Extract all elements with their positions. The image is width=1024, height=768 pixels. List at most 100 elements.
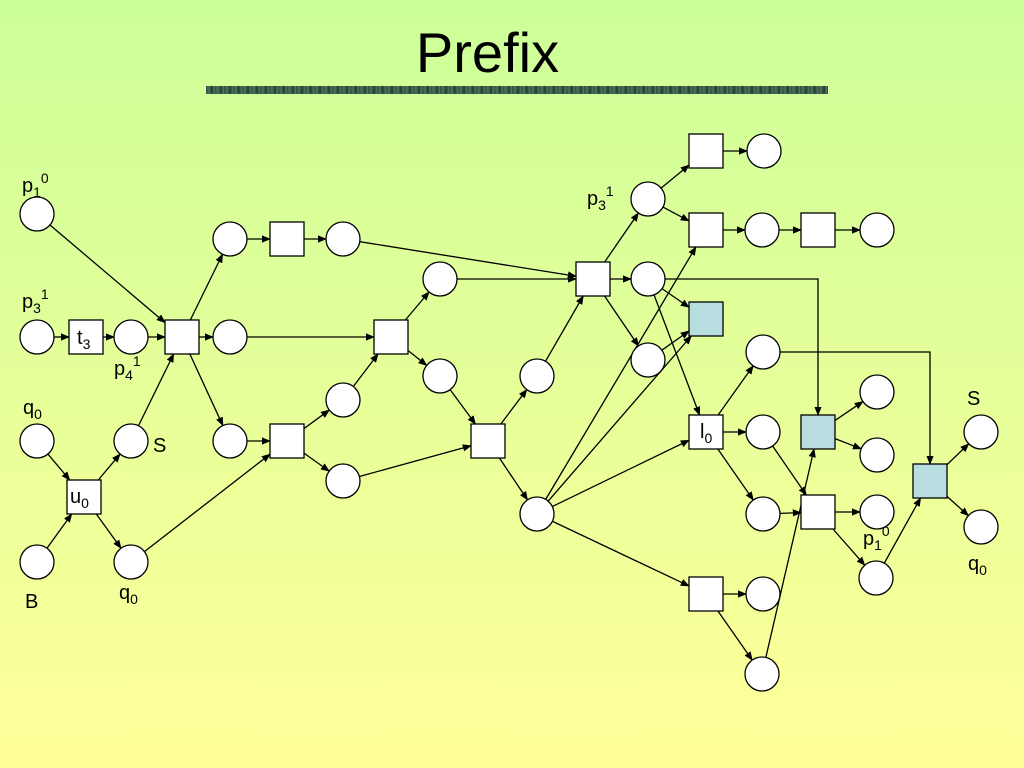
place-pAD bbox=[859, 437, 895, 473]
arc-tL0-pX bbox=[717, 365, 754, 416]
label-q0-left: q0 bbox=[23, 397, 42, 422]
transition-tJ bbox=[800, 212, 836, 248]
arc-pP-tF bbox=[544, 295, 584, 362]
slide-title: Prefix bbox=[415, 21, 560, 84]
place-pS bbox=[630, 261, 666, 297]
place-pAE bbox=[859, 494, 895, 530]
transition-tL0 bbox=[688, 414, 724, 450]
place-pAB bbox=[744, 656, 780, 692]
place-pD bbox=[19, 423, 55, 459]
place-pB bbox=[19, 319, 55, 355]
place-pI bbox=[325, 221, 361, 257]
transition-tE bbox=[470, 423, 506, 459]
place-pAC bbox=[859, 374, 895, 410]
transition-tG bbox=[688, 133, 724, 169]
arc-tK-pAC bbox=[834, 401, 864, 422]
transition-tA bbox=[164, 319, 200, 355]
arc-pI-tF bbox=[359, 241, 577, 279]
arc-pS-tK bbox=[665, 278, 822, 416]
place-pN bbox=[422, 261, 458, 297]
label-B: B bbox=[25, 591, 38, 613]
place-pH bbox=[212, 221, 248, 257]
label-l0: l0 bbox=[700, 421, 712, 446]
label-q0-right: q0 bbox=[968, 553, 987, 578]
arc-pT-tI bbox=[661, 330, 690, 351]
arc-pS-tL0 bbox=[653, 294, 701, 416]
transition-tB bbox=[269, 221, 305, 257]
arc-pO-tE bbox=[449, 389, 476, 425]
place-pX bbox=[745, 334, 781, 370]
label-S-left: S bbox=[153, 435, 166, 457]
arc-pQ-tH bbox=[545, 246, 697, 500]
place-pQ bbox=[519, 496, 555, 532]
label-p3-1-left: p31 bbox=[22, 286, 49, 316]
label-p3-1-right: p31 bbox=[587, 183, 614, 213]
arc-pG-tC bbox=[144, 453, 271, 553]
arc-tO-pAH bbox=[946, 495, 970, 517]
arc-pF-tU0 bbox=[46, 513, 73, 549]
transition-tC bbox=[269, 423, 305, 459]
arc-tD-pO bbox=[407, 350, 428, 366]
transition-highlighted-tI bbox=[688, 301, 724, 337]
arc-pR-tH bbox=[662, 206, 690, 222]
arc-pA-tA bbox=[49, 224, 166, 324]
arc-tU0-pG bbox=[95, 513, 122, 549]
place-pT bbox=[630, 342, 666, 378]
arc-tC-pM bbox=[303, 452, 330, 472]
arc-tA-pH bbox=[189, 253, 224, 321]
arc-tL0-pZ bbox=[717, 448, 754, 501]
arc-tN-pAB bbox=[717, 610, 753, 661]
arcs-layer bbox=[46, 147, 970, 661]
place-pY bbox=[745, 414, 781, 450]
transition-tN bbox=[688, 576, 724, 612]
arc-pQ-tL0 bbox=[552, 439, 690, 508]
arc-pS-tI bbox=[661, 288, 690, 308]
place-pA bbox=[19, 196, 55, 232]
transition-tF bbox=[575, 261, 611, 297]
arc-tU0-pE bbox=[97, 453, 121, 481]
nodes-layer bbox=[19, 133, 999, 692]
label-p1-0-right: p10 bbox=[863, 523, 890, 553]
arc-pY-tM bbox=[772, 445, 807, 496]
arc-tO-pAG bbox=[946, 443, 970, 466]
arc-tE-pQ bbox=[498, 457, 529, 501]
place-pC bbox=[113, 319, 149, 355]
arc-pAF-tO bbox=[883, 497, 922, 564]
transition-tT3 bbox=[68, 319, 104, 355]
place-pG bbox=[113, 544, 149, 580]
arc-tA-pK bbox=[189, 353, 224, 427]
label-t3: t3 bbox=[77, 327, 91, 352]
arc-tF-pR bbox=[604, 212, 639, 263]
arc-tE-pP bbox=[500, 388, 528, 425]
place-pL bbox=[325, 382, 361, 418]
arc-pD-tU0 bbox=[47, 453, 71, 481]
arc-pL-tD bbox=[352, 353, 379, 387]
place-pE bbox=[113, 423, 149, 459]
arc-pE-tA bbox=[137, 353, 175, 427]
place-pP bbox=[519, 358, 555, 394]
transition-tU0 bbox=[66, 479, 102, 515]
place-pAA bbox=[745, 576, 781, 612]
place-pAH bbox=[963, 509, 999, 545]
arc-pQ-tN bbox=[552, 520, 690, 587]
place-pR bbox=[630, 181, 666, 217]
label-p4-1: p41 bbox=[114, 353, 141, 383]
transition-tM bbox=[800, 494, 836, 530]
arc-pAB-tK bbox=[765, 448, 816, 658]
arc-tM-pAF bbox=[832, 528, 866, 566]
label-q0-mid: q0 bbox=[119, 582, 138, 607]
label-S-right: S bbox=[967, 388, 980, 410]
place-pK bbox=[212, 423, 248, 459]
arc-tF-pT bbox=[604, 295, 639, 347]
arc-pM-tE bbox=[359, 444, 472, 478]
place-pAF bbox=[858, 560, 894, 596]
place-pO bbox=[422, 358, 458, 394]
place-pM bbox=[325, 463, 361, 499]
place-pV bbox=[744, 212, 780, 248]
arc-tD-pN bbox=[404, 291, 430, 321]
place-pAG bbox=[963, 414, 999, 450]
arc-pX-tO bbox=[780, 351, 934, 465]
label-p1-0-left: p10 bbox=[22, 170, 49, 200]
